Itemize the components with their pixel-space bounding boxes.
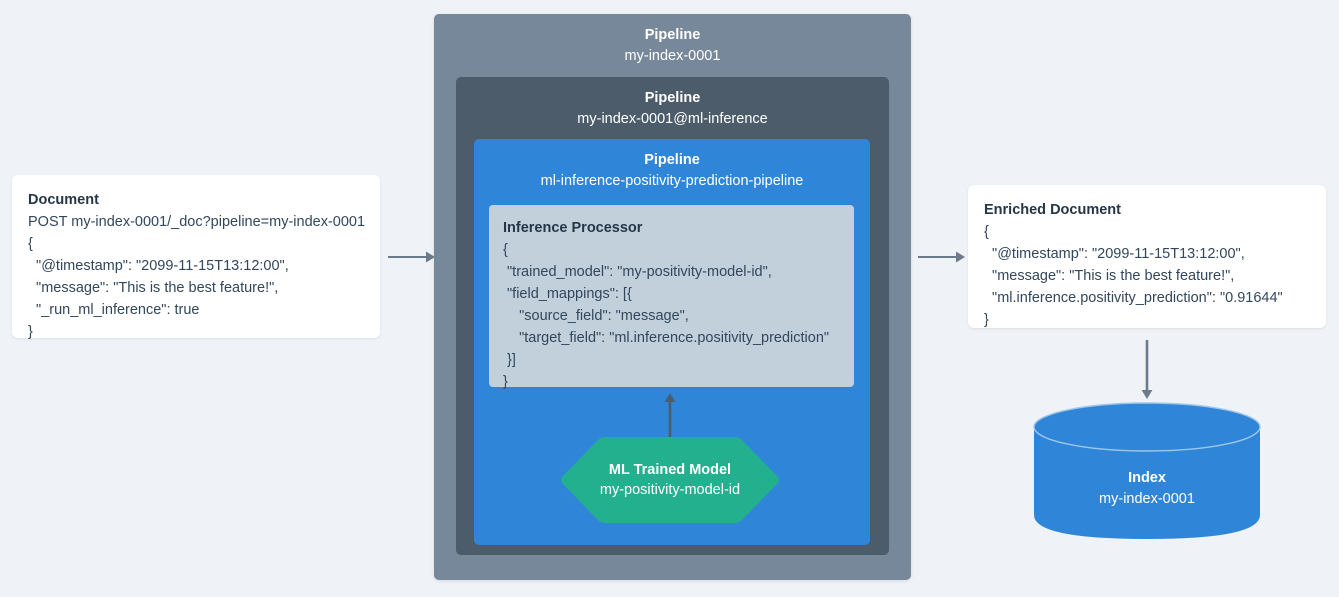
index-title: Index [1128,470,1166,486]
pipeline-inner-subtitle: ml-inference-positivity-prediction-pipel… [540,173,804,190]
inference-processor-line: { [503,242,508,259]
pipeline-mid-header: Pipeline my-index-0001@ml-inference [456,77,889,130]
pipeline-outer-title: Pipeline [644,27,701,43]
document-card-line: "_run_ml_inference": true [28,302,200,319]
arrow-model-to-processor [661,392,679,438]
ml-trained-model-label: ML Trained Model my-positivity-model-id [600,460,740,501]
index-cylinder: Index my-index-0001 [1033,402,1261,540]
arrow-right-icon [918,251,965,263]
inference-processor-line: "trained_model": "my-positivity-model-id… [503,264,772,281]
enriched-document-title: Enriched Document [984,202,1121,218]
pipeline-inner-title: Pipeline [644,152,700,168]
hexagon-icon [561,437,779,523]
index-label: Index my-index-0001 [1033,468,1261,509]
inference-processor-line: } [503,374,508,391]
arrow-down-icon [1141,340,1153,399]
inference-processor-line: "target_field": "ml.inference.positivity… [503,330,830,347]
inference-processor-card: Inference Processor { "trained_model": "… [489,205,854,390]
ml-trained-model-title: ML Trained Model [608,461,732,478]
inference-processor-line: }] [503,352,516,369]
inference-processor-line: "source_field": "message", [503,308,689,325]
arrow-right-icon [388,251,435,263]
document-card-line: { [28,236,33,253]
ml-trained-model-subtitle: my-positivity-model-id [599,482,741,498]
enriched-document-line: "ml.inference.positivity_prediction": "0… [984,290,1283,307]
inference-processor-line: "field_mappings": [{ [503,286,632,303]
enriched-document-line: "message": "This is the best feature!", [984,268,1235,285]
cylinder-icon [1033,402,1261,539]
arrow-document-to-pipeline [388,248,436,266]
pipeline-mid-title: Pipeline [644,90,701,106]
arrow-enriched-to-index [1138,340,1156,400]
document-card-title: Document [28,192,99,208]
document-card-line: } [28,324,33,341]
document-card-line: POST my-index-0001/_doc?pipeline=my-inde… [28,214,366,231]
arrow-up-icon [664,393,676,438]
arrow-pipeline-to-enriched [918,248,966,266]
pipeline-outer-subtitle: my-index-0001 [624,48,721,65]
document-card: Document POST my-index-0001/_doc?pipelin… [12,175,380,340]
pipeline-outer-header: Pipeline my-index-0001 [434,14,911,67]
document-card-line: "message": "This is the best feature!", [28,280,279,297]
enriched-document-line: } [984,312,989,329]
pipeline-inner-header: Pipeline ml-inference-positivity-predict… [474,139,870,192]
pipeline-mid-subtitle: my-index-0001@ml-inference [577,111,768,128]
enriched-document-card: Enriched Document { "@timestamp": "2099-… [968,185,1326,328]
enriched-document-line: { [984,224,989,241]
document-card-line: "@timestamp": "2099-11-15T13:12:00", [28,258,289,275]
ml-trained-model-hexagon: ML Trained Model my-positivity-model-id [558,434,782,526]
enriched-document-line: "@timestamp": "2099-11-15T13:12:00", [984,246,1245,263]
index-subtitle: my-index-0001 [1099,490,1195,507]
inference-processor-title: Inference Processor [503,220,643,236]
